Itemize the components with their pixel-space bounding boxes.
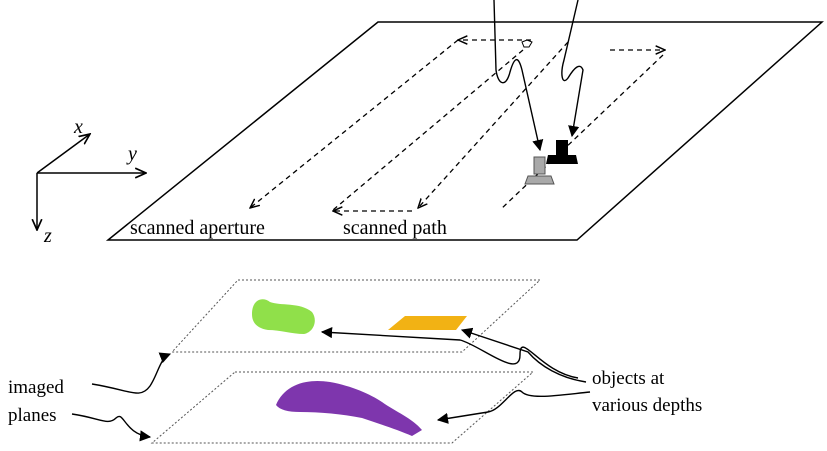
- objects-label-line2: various depths: [592, 395, 702, 416]
- coordinate-axes: x y z: [37, 116, 146, 247]
- label-connectors: [71, 326, 591, 442]
- antenna-grey-icon: [524, 156, 555, 185]
- imaged-plane-upper: [170, 279, 542, 353]
- object-purple: [276, 380, 422, 436]
- axis-y-label: y: [126, 143, 137, 165]
- axis-z-label: z: [43, 225, 52, 247]
- object-orange: [388, 316, 467, 330]
- imaged-planes-label-line2: planes: [8, 405, 57, 426]
- antenna-black-icon: [546, 140, 578, 164]
- antenna-cables: [493, 0, 584, 152]
- scanned-aperture-label: scanned aperture: [130, 217, 265, 239]
- axis-x-label: x: [73, 116, 83, 138]
- object-green: [252, 299, 315, 334]
- scanned-path-label: scanned path: [343, 217, 447, 239]
- imaged-plane-lower: [150, 371, 535, 444]
- objects-label-line1: objects at: [592, 368, 665, 389]
- scan-path: [250, 40, 665, 211]
- aperture-plane: [105, 21, 824, 241]
- imaged-planes-label-line1: imaged: [8, 377, 64, 398]
